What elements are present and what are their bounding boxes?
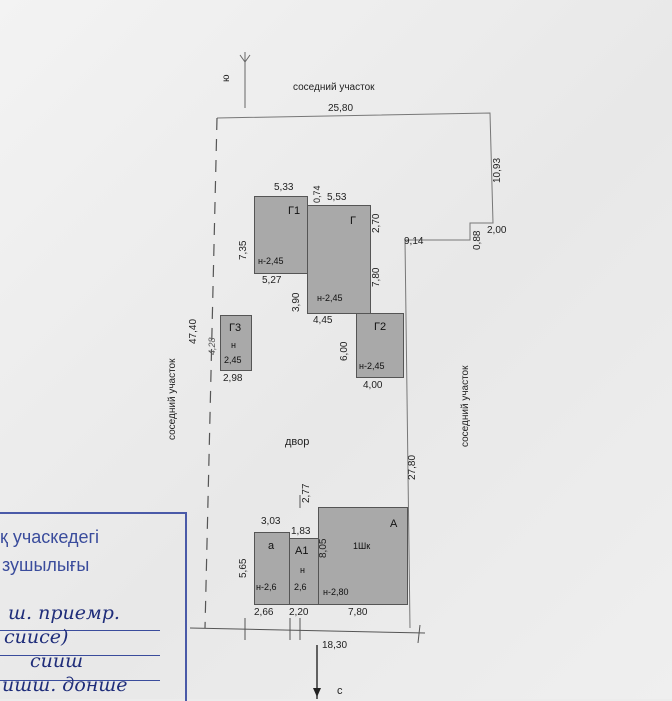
building-g1: Г1 н-2,45	[254, 196, 308, 274]
dim-g-top: 5,53	[327, 192, 347, 203]
dim-bottom-a1: 2,20	[289, 607, 309, 618]
building-g1-name: Г1	[288, 205, 301, 217]
building-g-name: Г	[350, 215, 356, 227]
dim-bottom-total: 18,30	[322, 640, 348, 651]
building-big-a-name: А	[390, 518, 398, 530]
dim-left: 47,40	[188, 318, 199, 344]
stamp-line1: қ учаскедегі	[0, 527, 100, 547]
building-big-a: А 1Шк н-2,80	[318, 507, 408, 605]
dim-big-a-left: 8,05	[318, 538, 329, 558]
neighbor-right-label: соседний участок	[460, 365, 471, 448]
building-big-a-floors: 1Шк	[353, 541, 371, 551]
dim-g1-left: 7,35	[238, 240, 249, 260]
building-g-height: н-2,45	[317, 293, 343, 303]
building-g3-height-b: 2,45	[224, 355, 242, 365]
dim-g2-bottom: 4,00	[363, 380, 383, 391]
stamp-line2: зушылығы	[2, 555, 90, 575]
building-g2: Г2 н-2,45	[356, 313, 404, 378]
neighbor-left-label: соседний участок	[167, 358, 178, 441]
yard-label: двор	[285, 436, 310, 448]
dim-g1-bottom: 5,27	[262, 275, 282, 286]
dim-g-left: 3,90	[291, 292, 302, 312]
dim-g2-left: 6,00	[339, 341, 350, 361]
dim-top: 25,80	[328, 103, 354, 114]
building-g2-height: н-2,45	[359, 361, 385, 371]
signature-line-2	[0, 655, 160, 656]
building-a1-height-b: 2,6	[294, 582, 307, 592]
dim-g-gap: 0,74	[312, 185, 322, 203]
building-a-small-name: а	[268, 540, 275, 552]
dim-g-bottom: 4,45	[313, 315, 333, 326]
building-g3: Г3 н 2,45	[220, 315, 252, 371]
building-g2-name: Г2	[374, 321, 387, 333]
dim-a-dist: 2,77	[301, 483, 312, 503]
dim-g3-note: 4,28	[207, 337, 217, 355]
dim-step-v: 0,88	[472, 230, 483, 250]
handwriting-3: сииш	[30, 650, 84, 672]
building-g: Г н-2,45	[307, 205, 371, 314]
south-label: с	[337, 685, 343, 697]
dim-g-right-a: 2,70	[371, 213, 382, 233]
building-a1-name: А1	[295, 545, 309, 557]
signature-line-3	[0, 680, 160, 681]
stamp-box: қ учаскедегі зушылығы ш. приемр. сиисе) …	[0, 512, 187, 701]
dim-right-upper: 10,93	[492, 157, 503, 183]
dim-step-h: 9,14	[404, 236, 424, 247]
dim-g-right-b: 7,80	[371, 267, 382, 287]
building-a1: А1 н 2,6	[289, 538, 319, 605]
dim-bottom-a: 2,66	[254, 607, 274, 618]
dim-step-right: 2,00	[487, 225, 507, 236]
dim-right-lower: 27,80	[407, 454, 418, 480]
dim-g3-width: 2,98	[223, 373, 243, 384]
neighbor-top-label: соседний участок	[293, 82, 375, 93]
handwriting-4: ишш. донше	[2, 674, 128, 696]
building-g1-height: н-2,45	[258, 256, 284, 266]
handwriting-1: ш. приемр.	[8, 602, 120, 624]
dim-a1-top: 1,83	[291, 526, 311, 537]
signature-line-1	[0, 630, 160, 631]
building-big-a-height: н-2,80	[323, 587, 349, 597]
dim-bottom-big-a: 7,80	[348, 607, 368, 618]
building-a1-height-a: н	[300, 565, 305, 575]
dim-a-small-left: 5,65	[238, 558, 249, 578]
north-label: ю	[221, 74, 232, 83]
building-g3-name: Г3	[229, 322, 242, 334]
handwriting-2: сиисе)	[4, 626, 69, 648]
dim-g1-top: 5,33	[274, 182, 294, 193]
building-g3-height-a: н	[231, 340, 236, 350]
building-a-small-height: н-2,6	[256, 582, 277, 592]
dim-a-small-top: 3,03	[261, 516, 281, 527]
building-a-small: а н-2,6	[254, 532, 290, 605]
